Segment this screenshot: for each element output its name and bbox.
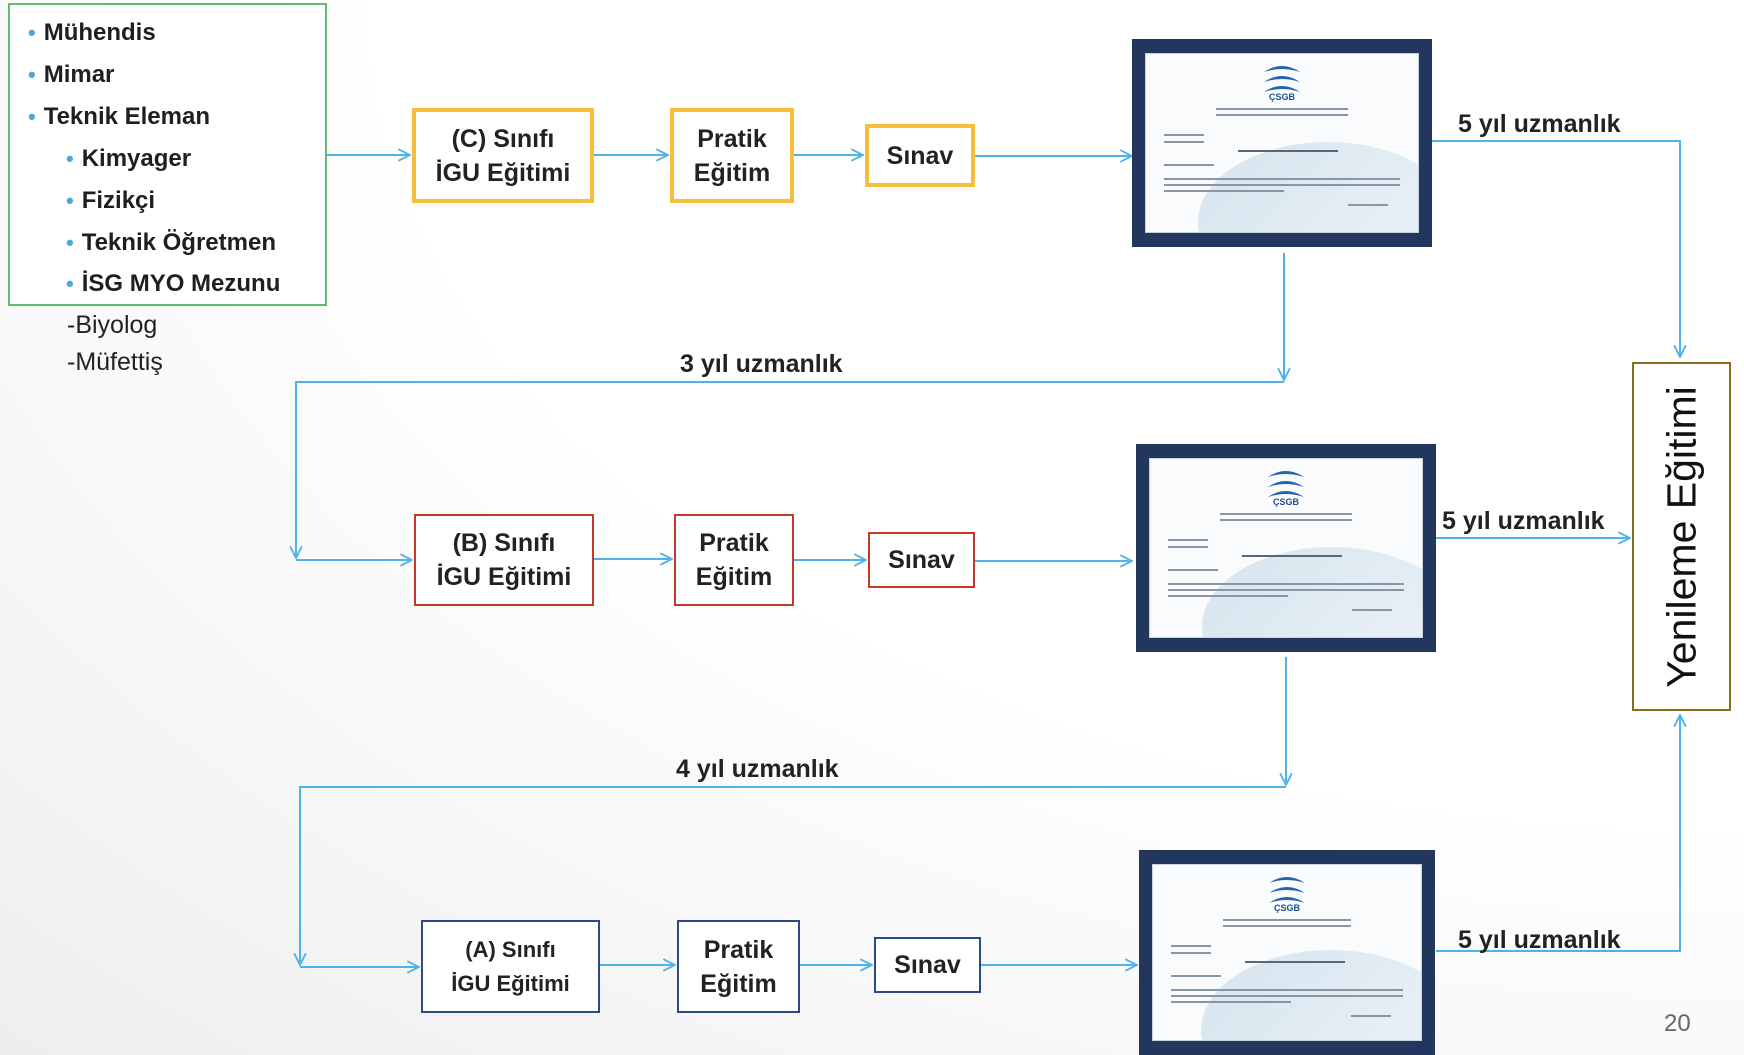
class-c-exam-box: Sınav (865, 124, 975, 187)
csgb-logo-text: ÇSGB (1273, 903, 1300, 913)
row-c-renewal-label: 5 yıl uzmanlık (1458, 110, 1621, 138)
practical-label: Eğitim (695, 563, 773, 591)
row-b-renewal-label: 5 yıl uzmanlık (1442, 507, 1605, 535)
class-a-subtitle: İGU Eğitimi (451, 970, 570, 996)
class-b-subtitle: İGU Eğitimi (436, 563, 572, 591)
practical-label: Pratik (697, 124, 767, 153)
b-to-a-transition-label: 4 yıl uzmanlık (676, 755, 839, 783)
csgb-certificate-icon: ÇSGB (1136, 444, 1436, 652)
practical-label: Eğitim (700, 969, 777, 998)
class-a-title: (A) Sınıfı (465, 936, 556, 962)
exam-label: Sınav (888, 546, 955, 574)
profession-item: Mühendis (28, 19, 156, 47)
profession-item: Mimar (28, 61, 115, 89)
row-a-renewal-label: 5 yıl uzmanlık (1458, 926, 1621, 954)
exam-label: Sınav (894, 951, 961, 979)
extra-profession-mufettis: -Müfettiş (67, 348, 163, 376)
profession-subitem: Teknik Öğretmen (66, 229, 276, 257)
practical-label: Pratik (703, 935, 774, 964)
profession-subitem: İSG MYO Mezunu (66, 270, 281, 298)
exam-label: Sınav (886, 141, 954, 170)
profession-subitem: Kimyager (66, 145, 191, 173)
class-c-subtitle: İGU Eğitimi (435, 158, 571, 187)
class-b-exam-box: Sınav (868, 532, 975, 588)
csgb-certificate-icon: ÇSGB (1139, 850, 1435, 1055)
class-c-title: (C) Sınıfı (451, 124, 555, 153)
eligible-professions-box: Mühendis Mimar Teknik Eleman Kimyager Fi… (8, 3, 327, 306)
extra-profession-biyolog: -Biyolog (67, 311, 158, 339)
renewal-training-label: Yenileme Eğitimi (1658, 385, 1704, 688)
class-b-title: (B) Sınıfı (452, 529, 556, 557)
csgb-certificate-icon: ÇSGB (1132, 39, 1432, 247)
profession-subitem: Fizikçi (66, 187, 155, 215)
page-number: 20 (1664, 1010, 1691, 1037)
class-a-exam-box: Sınav (874, 937, 981, 993)
c-to-b-transition-label: 3 yıl uzmanlık (680, 350, 843, 378)
practical-label: Eğitim (693, 158, 771, 187)
csgb-logo-text: ÇSGB (1268, 92, 1295, 102)
csgb-logo-text: ÇSGB (1272, 497, 1299, 507)
renewal-training-box: Yenileme Eğitimi (1632, 362, 1731, 711)
profession-item: Teknik Eleman (28, 103, 210, 131)
practical-label: Pratik (699, 529, 769, 557)
